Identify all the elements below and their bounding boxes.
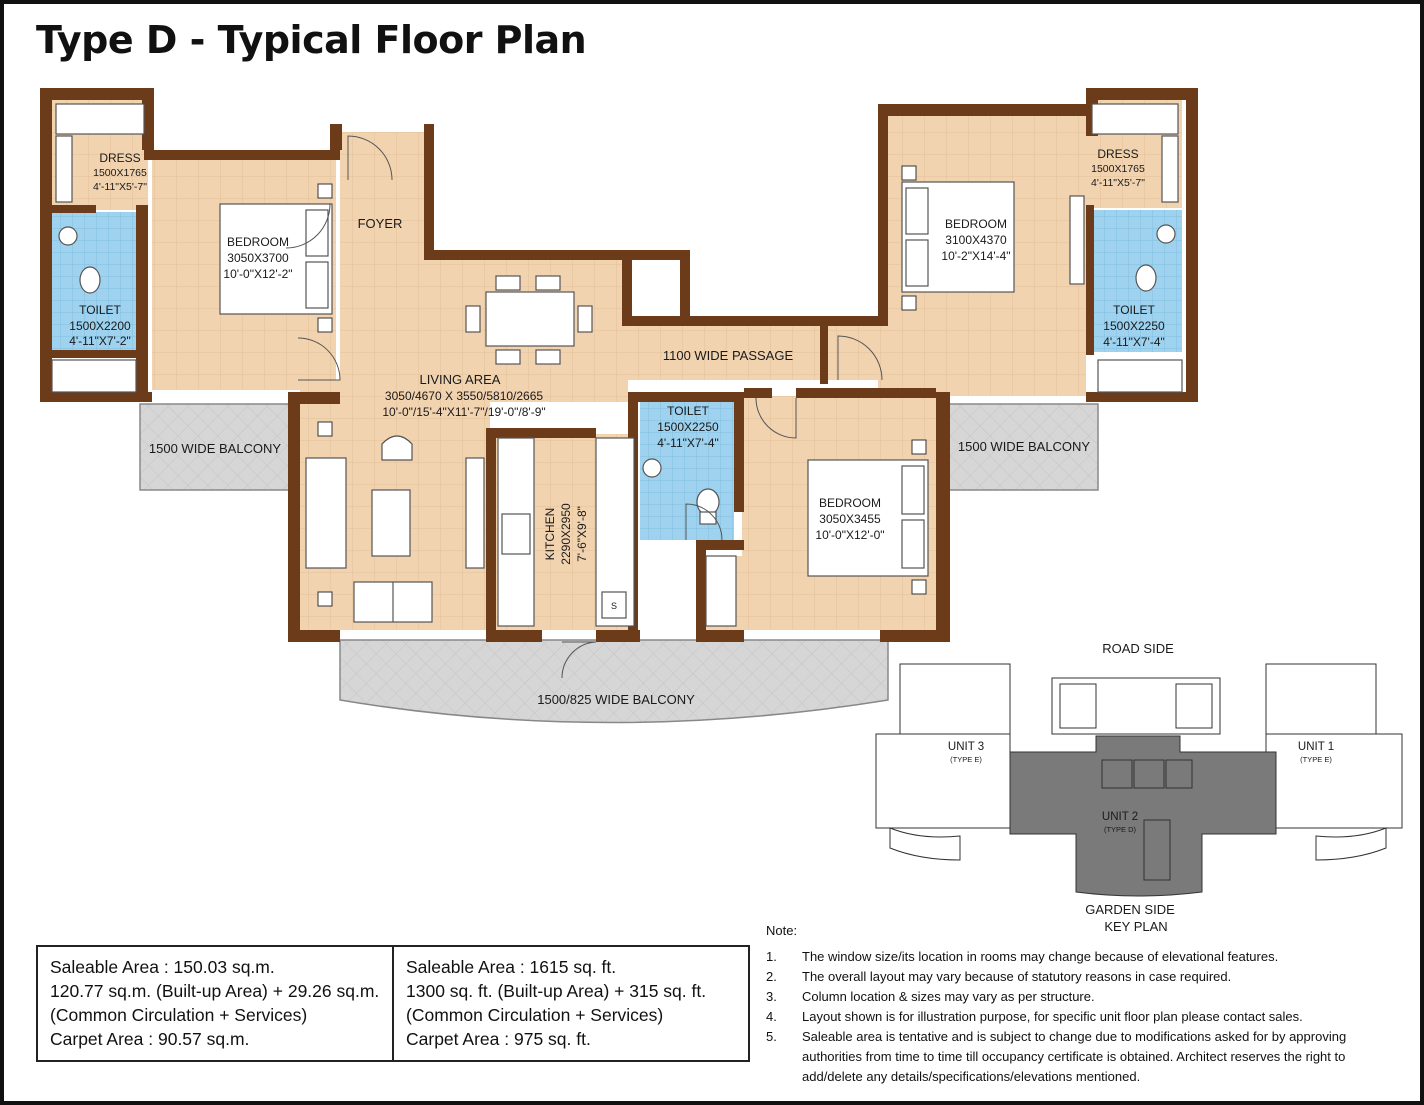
key-unit1-type: (TYPE E): [1300, 755, 1332, 764]
key-unit1: UNIT 1: [1298, 741, 1334, 753]
bedroom-bottom-dim-imperial: 10'-0"X12'-0": [815, 528, 884, 542]
imperial-carpet: Carpet Area : 975 sq. ft.: [406, 1029, 591, 1049]
balcony-left: [139, 403, 291, 491]
sink-mark: S: [611, 601, 617, 611]
dress-right-dim-imperial: 4'-11"X5'-7": [1091, 177, 1145, 189]
kitchen-dim-imperial: 7'-6"X9'-8": [575, 506, 589, 562]
note-text: The overall layout may vary because of s…: [802, 969, 1232, 984]
bedroom-left-dim-metric: 3050X3700: [227, 251, 289, 265]
key-unit3-type: (TYPE E): [950, 755, 982, 764]
area-imperial: Saleable Area : 1615 sq. ft. 1300 sq. ft…: [392, 947, 748, 1060]
balcony-left-label: 1500 WIDE BALCONY: [149, 441, 282, 456]
note-item: 4. Layout shown is for illustration purp…: [766, 1007, 1366, 1027]
note-text: Layout shown is for illustration purpose…: [802, 1009, 1303, 1024]
area-metric: Saleable Area : 150.03 sq.m. 120.77 sq.m…: [38, 947, 392, 1060]
toilet-center-dim-metric: 1500X2250: [657, 420, 719, 434]
key-unit2-type: (TYPE D): [1104, 825, 1137, 834]
note-text: Saleable area is tentative and is subjec…: [802, 1029, 1347, 1084]
toilet-left-dim-metric: 1500X2200: [69, 319, 131, 333]
page-title: Type D - Typical Floor Plan: [36, 18, 587, 62]
column-markers: [317, 165, 927, 607]
bedroom-right-dim-metric: 3100X4370: [945, 233, 1007, 247]
bedroom-bottom-label: BEDROOM: [819, 496, 881, 510]
note-number: 3.: [766, 989, 777, 1004]
balcony-bottom-label: 1500/825 WIDE BALCONY: [537, 692, 695, 707]
foyer-label: FOYER: [358, 216, 403, 231]
key-garden-side: GARDEN SIDE: [1085, 902, 1175, 917]
note-item: 3. Column location & sizes may vary as p…: [766, 987, 1366, 1007]
key-road-side: ROAD SIDE: [1102, 641, 1174, 656]
key-plan-title: KEY PLAN: [1104, 919, 1167, 934]
living-label: LIVING AREA: [420, 372, 501, 387]
note-item: 5. Saleable area is tentative and is sub…: [766, 1027, 1366, 1087]
dress-left-label: DRESS: [99, 151, 140, 165]
note-item: 1. The window size/its location in rooms…: [766, 947, 1366, 967]
bedroom-bottom-dim-metric: 3050X3455: [819, 512, 881, 526]
metric-builtup: 120.77 sq.m. (Built-up Area) + 29.26 sq.…: [50, 981, 380, 1001]
toilet-left-dim-imperial: 4'-11"X7'-2": [69, 334, 131, 348]
toilet-right-dim-imperial: 4'-11"X7'-4": [1103, 335, 1165, 349]
bedroom-right-dim-imperial: 10'-2"X14'-4": [941, 249, 1010, 263]
note-number: 1.: [766, 949, 777, 964]
dress-left-dim-imperial: 4'-11"X5'-7": [93, 181, 147, 193]
kitchen-label: KITCHEN: [543, 508, 557, 561]
toilet-center-label: TOILET: [667, 404, 709, 418]
doors: [285, 135, 883, 679]
bedroom-left-label: BEDROOM: [227, 235, 289, 249]
toilet-center-dim-imperial: 4'-11"X7'-4": [657, 436, 719, 450]
toilet-right-dim-metric: 1500X2250: [1103, 319, 1165, 333]
balcony-right: [947, 403, 1099, 491]
note-number: 5.: [766, 1029, 777, 1044]
note-number: 2.: [766, 969, 777, 984]
notes-title: Note:: [766, 923, 798, 938]
bedroom-right-label: BEDROOM: [945, 217, 1007, 231]
key-unit3: UNIT 3: [948, 741, 984, 753]
note-text: Column location & sizes may vary as per …: [802, 989, 1095, 1004]
furniture: [51, 103, 1183, 627]
bedroom-left-dim-imperial: 10'-0"X12'-2": [223, 267, 292, 281]
area-table: Saleable Area : 150.03 sq.m. 120.77 sq.m…: [36, 945, 750, 1062]
balcony-bottom: [339, 639, 889, 724]
dress-right-dim-metric: 1500X1765: [1091, 163, 1145, 175]
dress-left-dim-metric: 1500X1765: [93, 167, 147, 179]
toilet-right-label: TOILET: [1113, 303, 1155, 317]
note-text: The window size/its location in rooms ma…: [802, 949, 1279, 964]
dress-right-label: DRESS: [1097, 147, 1138, 161]
note-number: 4.: [766, 1009, 777, 1024]
metric-carpet: Carpet Area : 90.57 sq.m.: [50, 1029, 250, 1049]
kitchen-dim-metric: 2290X2950: [559, 503, 573, 565]
living-dim-imperial: 10'-0"/15'-4"X11'-7"/19'-0"/8'-9": [382, 405, 545, 419]
imperial-saleable: Saleable Area : 1615 sq. ft.: [406, 957, 617, 977]
metric-common: (Common Circulation + Services): [50, 1005, 308, 1025]
toilet-left-label: TOILET: [79, 303, 121, 317]
key-unit2: UNIT 2: [1102, 811, 1138, 823]
living-dim-metric: 3050/4670 X 3550/5810/2665: [385, 389, 543, 403]
imperial-common: (Common Circulation + Services): [406, 1005, 664, 1025]
note-item: 2. The overall layout may vary because o…: [766, 967, 1366, 987]
balcony-right-label: 1500 WIDE BALCONY: [958, 439, 1091, 454]
toilet-fixtures: [58, 224, 1176, 525]
notes: Note: 1. The window size/its location in…: [766, 921, 1366, 1087]
metric-saleable: Saleable Area : 150.03 sq.m.: [50, 957, 275, 977]
key-plan: ROAD SIDE UNIT 3 (TYPE E) UNIT 1 (TYPE E…: [875, 641, 1403, 934]
imperial-builtup: 1300 sq. ft. (Built-up Area) + 315 sq. f…: [406, 981, 707, 1001]
passage-label: 1100 WIDE PASSAGE: [663, 348, 794, 363]
